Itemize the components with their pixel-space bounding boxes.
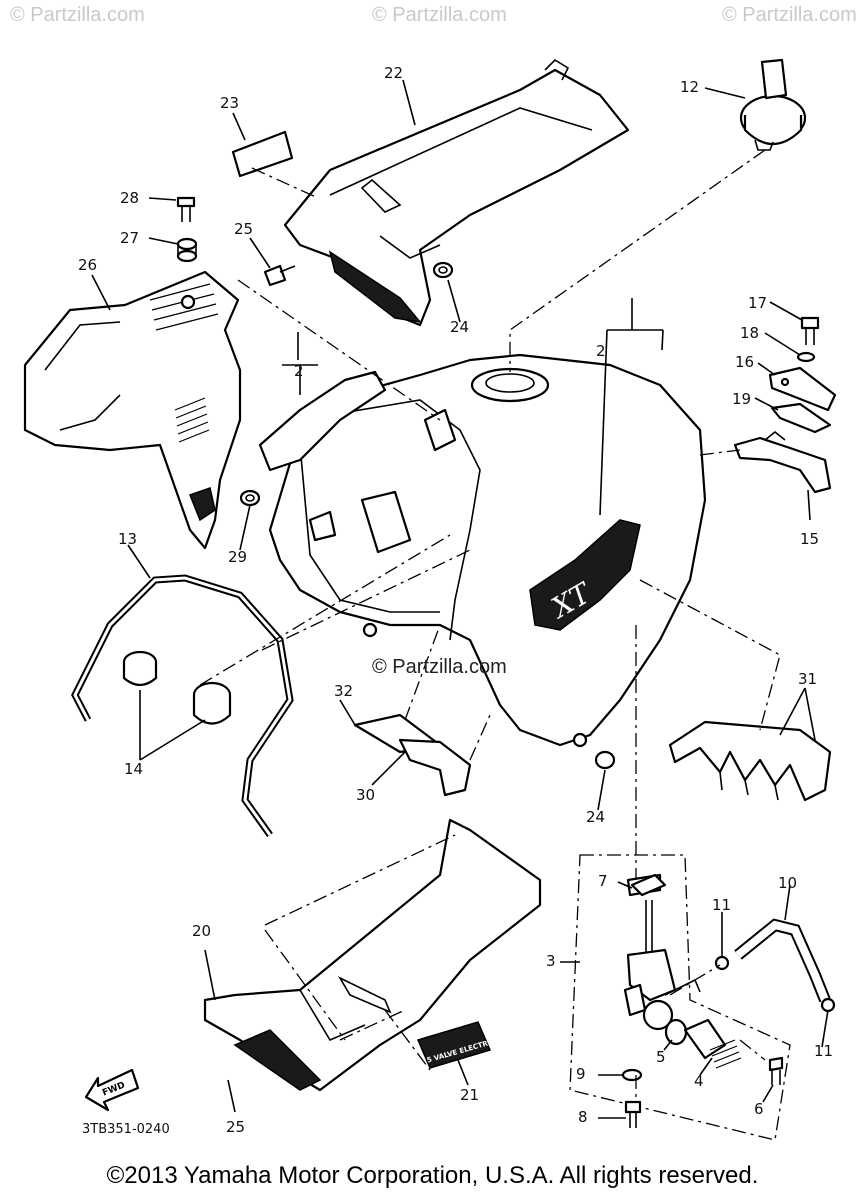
callout-26: 26 [78,256,98,274]
watermark-top-center: © Partzilla.com [372,4,507,26]
callout-6: 6 [754,1100,764,1118]
callout-31: 31 [798,670,818,688]
part-24-grommet-top [432,261,454,279]
part-24-grommet-lower [594,750,616,770]
callout-28: 28 [120,189,140,207]
callout-19: 19 [732,390,752,408]
leader-lines [91,79,829,1119]
watermark-center: © Partzilla.com [372,656,507,678]
callout-10: 10 [778,874,798,892]
part-16-bracket [768,366,837,412]
part-7-tab [630,873,667,897]
part-30-bracket [398,738,472,797]
callout-7: 7 [598,872,608,890]
callout-17: 17 [748,294,768,312]
callout-4: 4 [694,1072,704,1090]
callout-15: 15 [800,530,820,548]
part-22-top-cover [283,58,630,327]
part-28-screw [176,196,196,222]
part-3-fuel-cock-assembly [569,854,791,1141]
part-31-guard [668,720,832,802]
callout-22: 22 [384,64,404,82]
watermark-top-left: © Partzilla.com [10,4,145,26]
part-14-damper-right [192,681,232,725]
copyright-notice: ©2013 Yamaha Motor Corporation, U.S.A. A… [106,1162,759,1189]
callout-14: 14 [124,760,144,778]
callout-3: 3 [546,952,556,970]
part-11-clip-right [820,997,836,1013]
callout-32: 32 [334,682,354,700]
part-19-plate [770,402,832,434]
part-2-fuel-tank: XT [268,353,707,748]
callout-29: 29 [228,548,248,566]
callout-12: 12 [680,78,700,96]
part-26-side-cover [23,270,242,550]
part-2-left-panel [258,370,387,472]
callout-23: 23 [220,94,240,112]
watermark-top-right: © Partzilla.com [722,4,857,26]
callout-18: 18 [740,324,760,342]
part-27-collar [176,237,198,263]
callout-9: 9 [576,1065,586,1083]
part-23-pad [231,130,294,178]
part-11-clip-left [714,955,730,971]
part-29-grommet [239,489,261,507]
part-20-lower-cover [203,818,542,1092]
callout-25-lower: 25 [226,1118,246,1136]
callout-5: 5 [656,1048,666,1066]
callout-27: 27 [120,229,140,247]
fwd-arrow: FWD [84,1068,140,1112]
callout-2-left: 2 [294,362,304,380]
callout-24-top: 24 [450,318,470,336]
callout-21: 21 [460,1086,480,1104]
callout-30: 30 [356,786,376,804]
callout-11-left: 11 [712,896,732,914]
callout-2-right: 2 [596,342,606,360]
callout-25-top: 25 [234,220,254,238]
callout-13: 13 [118,530,138,548]
part-14-damper-left [122,650,158,687]
part-15-bracket [733,430,832,494]
callout-8: 8 [578,1108,588,1126]
callout-16: 16 [735,353,755,371]
part-25-bolt-top [263,264,296,287]
part-21-decal: 5 VALVE ELECTRIC [416,1021,496,1069]
part-12-fuel-cap [739,58,807,151]
callout-11-right: 11 [814,1042,834,1060]
part-17-bolt [800,316,820,345]
callout-20: 20 [192,922,212,940]
callout-24-lower: 24 [586,808,606,826]
diagram-code: 3TB351-0240 [82,1122,170,1137]
part-18-washer [796,351,816,363]
